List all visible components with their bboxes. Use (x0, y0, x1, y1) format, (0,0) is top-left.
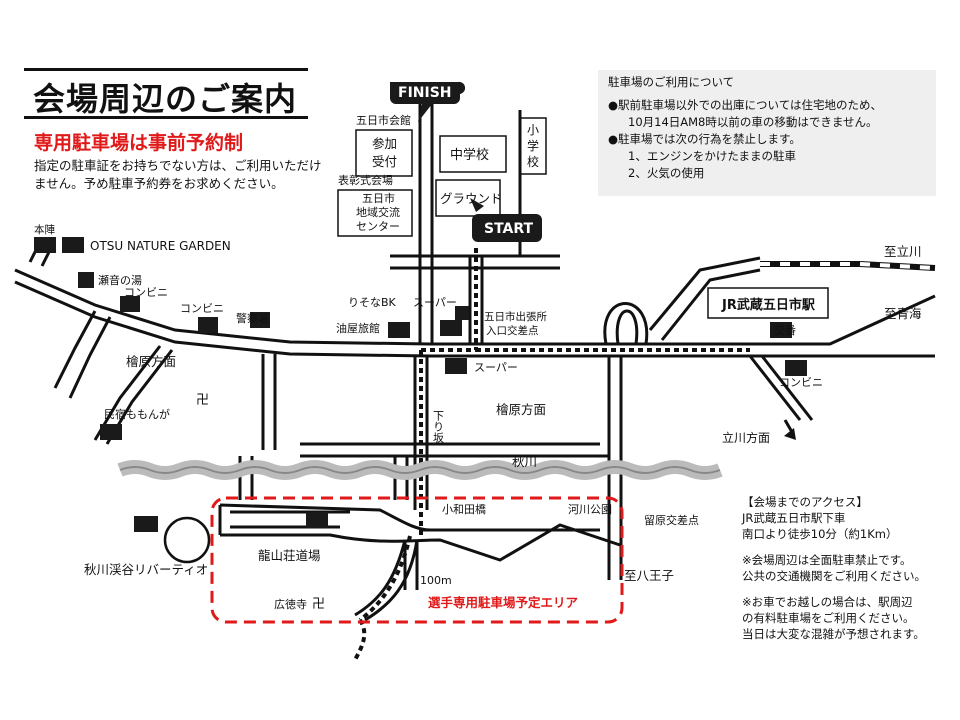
convenience-label-2: コンビニ (180, 302, 224, 315)
senon-label: 瀬音の湯 (98, 273, 142, 287)
super-label-1: スーパー (413, 296, 457, 309)
super-label-2: スーパー (474, 361, 518, 374)
finish-label: FINISH (398, 85, 452, 101)
notice-line: 1、エンジンをかけたままの駐車 (628, 149, 796, 163)
parking-notice-box: 駐車場のご利用について ●駅前駐車場以外での出庫については住宅地のため、 10月… (598, 70, 936, 196)
finish-marker (390, 81, 466, 122)
title-rule-top (24, 68, 308, 71)
rudome-label: 留原交差点 (644, 513, 699, 527)
center-label-3: センター (356, 220, 400, 233)
aburaya-label: 油屋旅館 (336, 321, 380, 335)
access-line: 当日は大変な混雑が予想されます。 (742, 627, 925, 641)
shogakko-label-3: 校 (527, 154, 539, 169)
police-label: 警察署 (236, 311, 269, 325)
access-line: JR武蔵五日市駅下車 (742, 511, 846, 525)
kudarizaka-label: 下り坂 (432, 410, 445, 444)
start-marker (472, 214, 542, 242)
access-line: 公共の交通機関をご利用ください。 (742, 569, 926, 583)
akigawa-label: 秋川 (512, 454, 537, 469)
riverio-label: 秋川渓谷リバーティオ (84, 562, 208, 577)
shogakko-label-2: 学 (527, 138, 539, 153)
parking-area-label: 選手専用駐車場予定エリア (428, 595, 578, 610)
center-label-1: 五日市 (362, 191, 395, 205)
ryuzan-label: 龍山荘道場 (258, 548, 321, 563)
kowadabashi-label: 小和田橋 (442, 502, 486, 516)
access-line: ※会場周辺は全面駐車禁止です。 (742, 553, 912, 567)
kotokuji-label: 広徳寺 (274, 598, 307, 611)
kouban-label: 交番 (774, 323, 796, 337)
start-label: START (484, 221, 534, 237)
shucchojo-label-2: 入口交差点 (486, 324, 539, 337)
temple-icon: 卍 (312, 597, 325, 612)
notice-line: ●駐車場では次の行為を禁止します。 (608, 132, 801, 146)
hinohara-label-2: 檜原方面 (496, 402, 546, 417)
shucchojo-label-1: 五日市出張所 (484, 310, 547, 323)
page-title: 会場周辺のご案内 (33, 80, 298, 118)
shogakko-label-1: 小 (527, 123, 539, 137)
notice-line: ●駅前駐車場以外での出庫については住宅地のため、 (608, 98, 882, 112)
scale-label: 100m (420, 574, 452, 587)
center-label-2: 地域交流 (356, 205, 400, 219)
otsu-label: OTSU NATURE GARDEN (90, 239, 231, 253)
minshuku-label: 民宿ももんが (104, 407, 170, 421)
hyosho-label: 表彰式会場 (338, 173, 393, 187)
sanka-label: 参加 (372, 136, 397, 151)
convenience-label-1: コンビニ (124, 286, 168, 299)
station-label: JR武蔵五日市駅 (721, 297, 816, 313)
access-heading: 【会場までのアクセス】 (742, 495, 868, 509)
parking-subtext: 指定の駐車証をお持ちでない方は、ご利用いただけません。予め駐車予約券をお求めくだ… (34, 158, 322, 191)
risona-label: りそなBK (348, 296, 397, 309)
honjin-label: 本陣 (34, 223, 55, 236)
notice-heading: 駐車場のご利用について (608, 75, 735, 89)
kaikan-label: 五日市会館 (356, 113, 411, 127)
parking-heading: 専用駐車場は事前予約制 (34, 132, 244, 154)
access-line: ※お車でお越しの場合は、駅周辺 (742, 595, 913, 609)
uketsuke-label: 受付 (372, 154, 397, 169)
to-tachikawa-label: 至立川 (884, 244, 922, 259)
kasen-label: 河川公園 (568, 503, 612, 516)
access-info: 【会場までのアクセス】 JR武蔵五日市駅下車 南口より徒歩10分（約1Km） ※… (742, 494, 926, 642)
temple-icon: 卍 (196, 393, 209, 408)
title-rule-bottom (24, 116, 308, 119)
notice-line: 2、火気の使用 (628, 166, 705, 180)
to-ome-label: 至青海 (884, 306, 922, 321)
access-line: 南口より徒歩10分（約1Km） (742, 527, 898, 541)
ground-label: グラウンド (440, 191, 503, 206)
access-line: の有料駐車場をご利用ください。 (742, 611, 915, 625)
tachikawa-dir-label: 立川方面 (722, 430, 770, 445)
chugakko-label: 中学校 (450, 147, 489, 163)
hinohara-label-1: 檜原方面 (126, 354, 176, 369)
to-hachioji-label: 至八王子 (624, 568, 674, 583)
convenience-label-3: コンビニ (779, 376, 823, 389)
notice-line: 10月14日AM8時以前の車の移動はできません。 (628, 115, 878, 129)
